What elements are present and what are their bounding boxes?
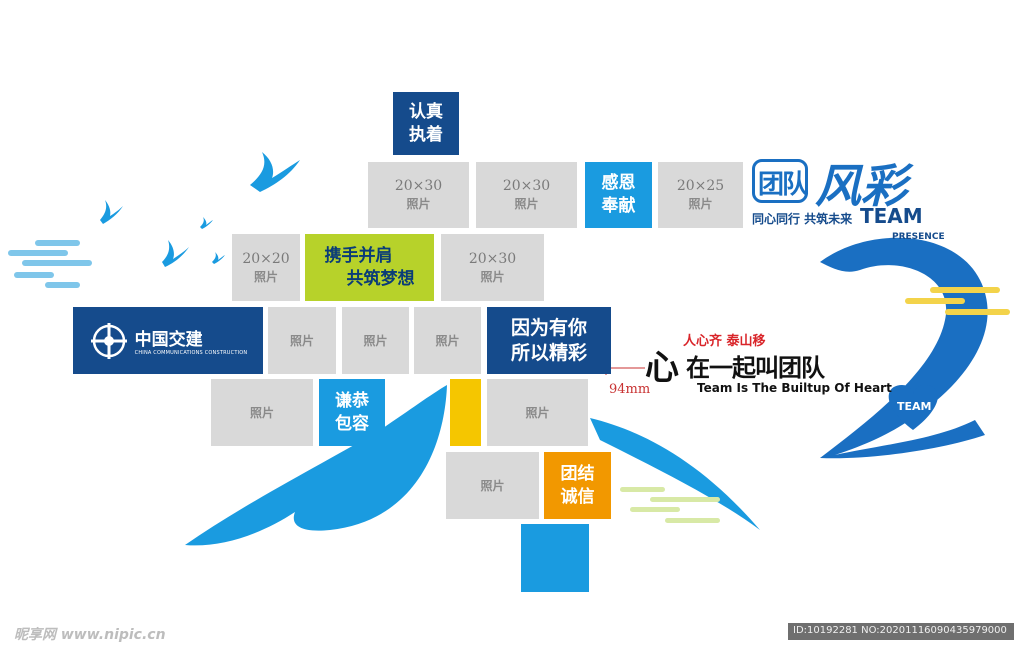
photo-placeholder: 照片 [487, 379, 588, 446]
heart-slogan-top: 人心齐 泰山移 [683, 334, 766, 349]
photo-label: 照片 [514, 197, 539, 211]
photo-label: 照片 [363, 333, 388, 348]
title-presence: PRESENCE [892, 232, 945, 242]
photo-size-label: 20×30 [502, 178, 551, 194]
slogan-line: 团结 [560, 463, 595, 484]
photo-placeholder: 20×30 照片 [368, 162, 469, 228]
heart-badge-text: TEAM [897, 400, 932, 413]
company-name: 中国交建 [134, 330, 203, 350]
slogan-hand-in-hand: 携手并肩 共筑梦想 [305, 234, 434, 301]
title-box: 团队 [752, 159, 812, 205]
slogan-line: 奉献 [601, 196, 636, 216]
slogan-line: 执着 [409, 124, 443, 145]
slogan-gratitude-dedication: 感恩 奉献 [585, 162, 652, 228]
photo-placeholder: 20×25 照片 [658, 162, 743, 228]
bottom-cloud-shape [620, 487, 720, 523]
slogan-because-of-you: 因为有你 所以精彩 [487, 307, 611, 374]
heart-big-char: 心 [645, 348, 679, 388]
slogan-serious-persistent: 认真 执着 [393, 92, 459, 155]
slogan-line: 谦恭 [335, 390, 369, 411]
photo-label: 照片 [525, 405, 550, 420]
photo-placeholder: 20×30 照片 [476, 162, 577, 228]
left-cloud-shape [8, 240, 92, 288]
slogan-line: 感恩 [601, 173, 636, 193]
slogan-line: 认真 [409, 101, 443, 122]
photo-label: 照片 [480, 269, 505, 284]
slogan-unity-integrity: 团结 诚信 [544, 452, 611, 519]
company-english-name: CHINA COMMUNICATIONS CONSTRUCTION [134, 350, 248, 356]
photo-label: 照片 [435, 333, 460, 348]
photo-label: 照片 [289, 333, 314, 348]
number-two-shape [820, 237, 988, 459]
slogan-humble-tolerant: 谦恭 包容 [319, 379, 385, 446]
watermark-left: 昵享网 www.nipic.cn [14, 627, 166, 643]
slogan-line: 携手并肩 [324, 245, 393, 266]
company-logo-tile: 中国交建 CHINA COMMUNICATIONS CONSTRUCTION [73, 307, 263, 374]
slogan-line: 所以精彩 [510, 341, 587, 364]
photo-label: 照片 [688, 197, 713, 211]
title-brush-text: 风彩 [815, 159, 907, 213]
photo-size-label: 20×30 [394, 178, 443, 194]
slogan-line: 共筑梦想 [346, 268, 415, 289]
photo-placeholder: 20×20 照片 [232, 234, 300, 301]
photo-label: 照片 [406, 197, 431, 211]
title-main: 团队 [758, 170, 808, 200]
photo-placeholder: 照片 [211, 379, 313, 446]
blue-swoosh-shape [185, 385, 447, 546]
photo-size-label: 20×20 [242, 250, 290, 267]
slogan-line: 包容 [335, 413, 369, 434]
dimension-label: 94mm [609, 382, 651, 397]
heart-slogan-english: Team Is The Builtup Of Heart [697, 381, 892, 395]
yellow-accent-block [450, 379, 481, 446]
photo-placeholder: 照片 [342, 307, 409, 374]
ccc-logo-icon [90, 322, 127, 359]
bird-icons [100, 152, 300, 267]
photo-placeholder: 照片 [268, 307, 336, 374]
heart-slogan-main: 在一起叫团队 [686, 354, 825, 382]
photo-placeholder: 照片 [446, 452, 539, 519]
right-cloud-shape [905, 287, 1010, 315]
photo-size-label: 20×25 [676, 178, 725, 194]
photo-label: 照片 [480, 478, 505, 493]
title-team: TEAM [860, 204, 923, 228]
photo-placeholder: 照片 [414, 307, 481, 374]
photo-size-label: 20×30 [468, 250, 517, 267]
slogan-line: 因为有你 [510, 316, 587, 339]
swoosh-tail-shape [590, 418, 760, 530]
watermark-id-bar: ID:10192281 NO:20201116090435979000 [788, 623, 1014, 640]
watermark-id-text: ID:10192281 NO:20201116090435979000 [793, 625, 1007, 636]
photo-label: 照片 [249, 405, 274, 420]
photo-label: 照片 [253, 269, 278, 284]
slogan-line: 诚信 [560, 486, 595, 507]
photo-placeholder: 20×30 照片 [441, 234, 544, 301]
heart-badge-shape [888, 385, 938, 430]
title-subtitle: 同心同行 共筑未来 [752, 212, 853, 226]
sky-accent-block [521, 524, 589, 592]
